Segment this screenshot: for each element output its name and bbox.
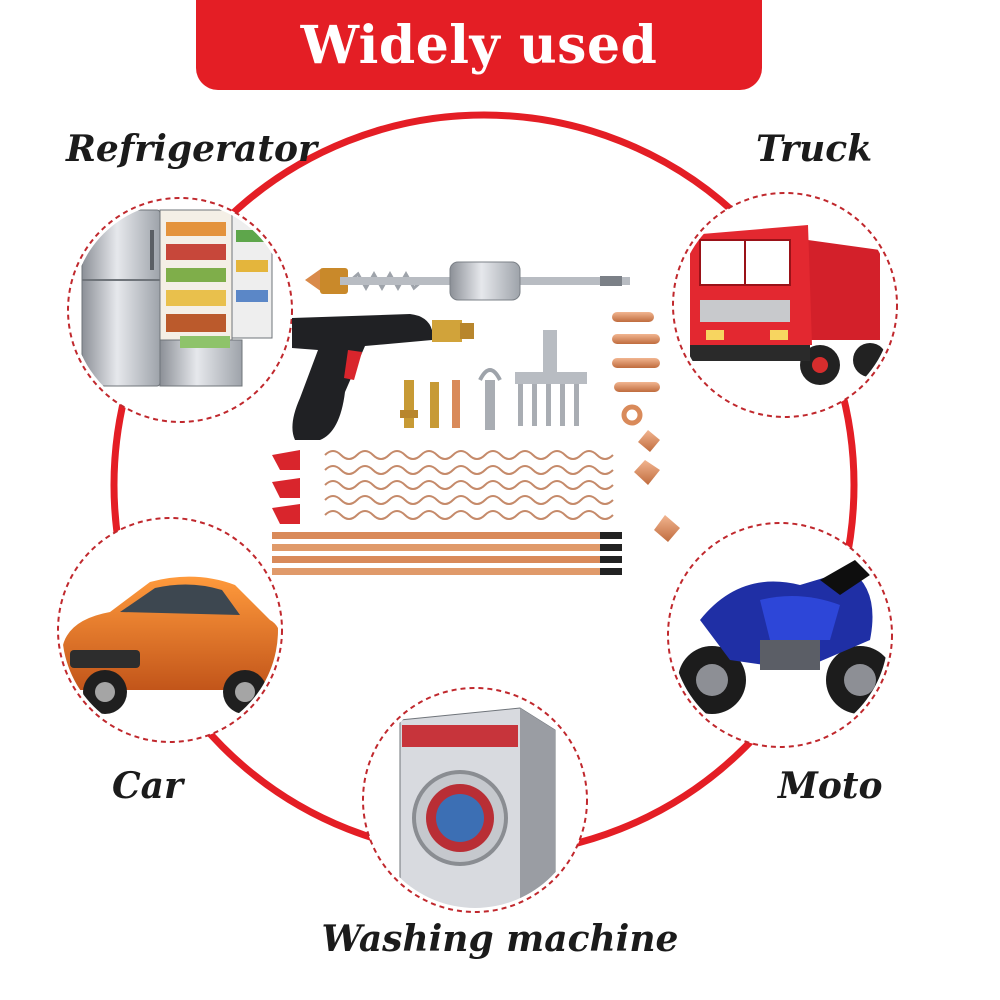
claw-puller [515, 330, 587, 426]
car-icon [57, 517, 283, 743]
refrigerator-icon [67, 197, 293, 423]
label-truck: Truck [756, 128, 873, 170]
wavy-wires [324, 450, 614, 520]
banner-title: Widely used [300, 14, 658, 76]
dent-puller-kit [272, 261, 680, 575]
motorcycle-icon [667, 522, 893, 748]
truck-icon [672, 192, 898, 418]
spot-welding-gun [292, 314, 474, 440]
label-moto: Moto [778, 765, 883, 807]
welding-tips [400, 368, 502, 430]
slide-hammer [305, 261, 630, 301]
washing-machine-icon [362, 687, 588, 913]
wire-clamps [272, 450, 300, 524]
label-refrigerator: Refrigerator [66, 128, 317, 170]
label-washing-machine: Washing machine [321, 918, 679, 960]
carbon-rods [272, 532, 622, 575]
label-car: Car [112, 765, 183, 807]
copper-washers [612, 312, 680, 542]
title-banner: Widely used [196, 0, 762, 90]
